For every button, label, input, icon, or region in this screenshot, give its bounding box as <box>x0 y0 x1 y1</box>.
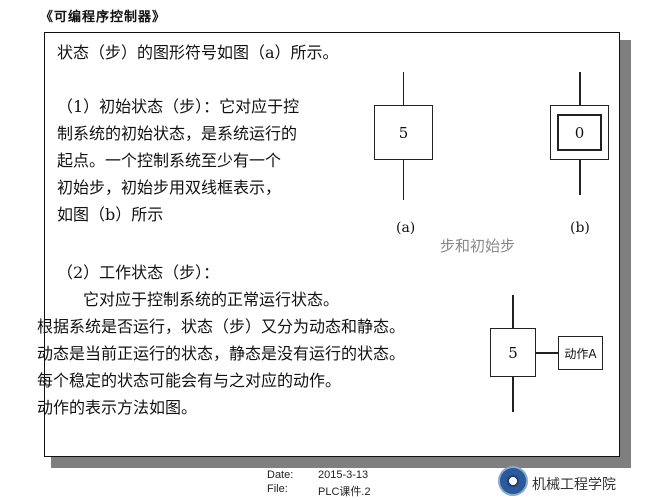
file-value: PLC课件.2 <box>318 486 371 498</box>
step-number: 5 <box>398 123 409 142</box>
date-label: Date: <box>267 469 294 481</box>
section1-line: 起点。一个控制系统至少有一个 <box>57 151 282 170</box>
initial-step-box-b: 0 <box>550 105 609 160</box>
section2-line: 动作的表示方法如图。 <box>37 398 198 417</box>
label-a: (a) <box>396 220 416 236</box>
section1-line: 如图（b）所示 <box>57 205 164 224</box>
step-box-a: 5 <box>374 105 433 160</box>
intro-text: 状态（步）的图形符号如图（a）所示。 <box>57 43 339 62</box>
section2-line: 它对应于控制系统的正常运行状态。 <box>67 290 340 309</box>
connector-line <box>403 160 404 200</box>
step-number: 0 <box>574 123 585 142</box>
school-name: 机械工程学院 <box>532 477 616 493</box>
label-b: (b) <box>570 220 590 236</box>
section2-line: 每个稳定的状态可能会有与之对应的动作。 <box>37 371 342 390</box>
section2-line: （2）工作状态（步）： <box>57 263 220 282</box>
connector-line <box>579 72 581 106</box>
slide-frame: 状态（步）的图形符号如图（a）所示。 （1）初始状态（步）：它对应于控 制系统的… <box>37 32 620 457</box>
section1-line: （1）初始状态（步）：它对应于控 <box>57 97 300 116</box>
date-value: 2015-3-13 <box>318 469 369 481</box>
connector-line <box>512 295 514 328</box>
action-box: 动作A <box>558 336 603 370</box>
file-label: File: <box>267 483 288 495</box>
section1-line: 初始步，初始步用双线框表示， <box>57 178 282 197</box>
document-title: 《可编程序控制器》 <box>40 10 167 25</box>
action-connector-line <box>536 352 558 354</box>
step-box: 5 <box>490 328 536 377</box>
connector-line <box>403 72 404 106</box>
connector-line <box>579 160 581 195</box>
connector-line <box>512 377 514 412</box>
initial-step-inner-box: 0 <box>557 114 602 151</box>
school-logo-icon <box>498 466 528 496</box>
figure-caption: 步和初始步 <box>440 237 516 255</box>
section1-line: 制系统的初始状态，是系统运行的 <box>57 124 298 143</box>
section2-line: 根据系统是否运行，状态（步）又分为动态和静态。 <box>37 317 406 336</box>
section2-line: 动态是当前正运行的状态，静态是没有运行的状态。 <box>37 344 406 363</box>
step-number: 5 <box>508 343 518 362</box>
action-label: 动作A <box>564 346 597 361</box>
